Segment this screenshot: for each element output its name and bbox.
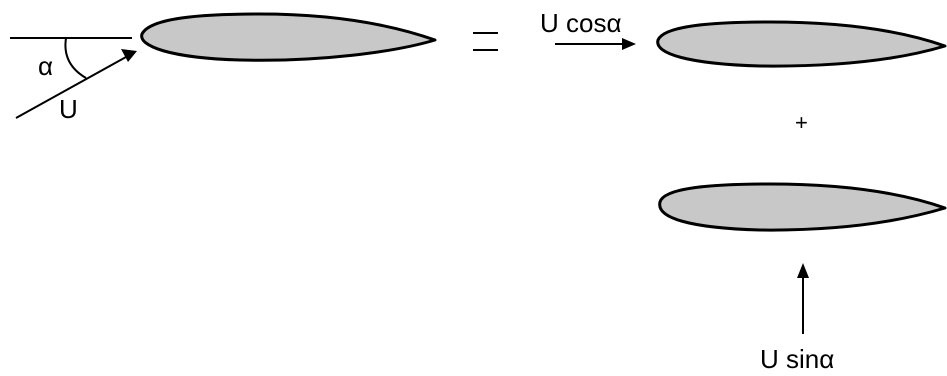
original-airfoil-group: α U <box>10 12 437 124</box>
airfoil-cos-component <box>656 20 947 68</box>
freestream-arrowhead <box>121 49 137 62</box>
cos-component-group: U cosα <box>540 8 947 68</box>
u-cos-arrowhead <box>622 38 636 50</box>
airfoil-original <box>140 12 437 62</box>
sin-component-group: U sinα <box>658 182 947 374</box>
equals-sign <box>473 32 498 51</box>
airfoil-sin-component <box>658 182 947 232</box>
alpha-label: α <box>38 51 53 81</box>
u-cos-label: U cosα <box>540 8 622 38</box>
u-sin-label: U sinα <box>760 344 834 374</box>
plus-sign: + <box>795 110 808 135</box>
u-sin-arrowhead <box>797 263 809 278</box>
u-label: U <box>59 94 78 124</box>
freestream-arrow-shaft <box>15 56 127 119</box>
angle-arc <box>64 37 87 79</box>
